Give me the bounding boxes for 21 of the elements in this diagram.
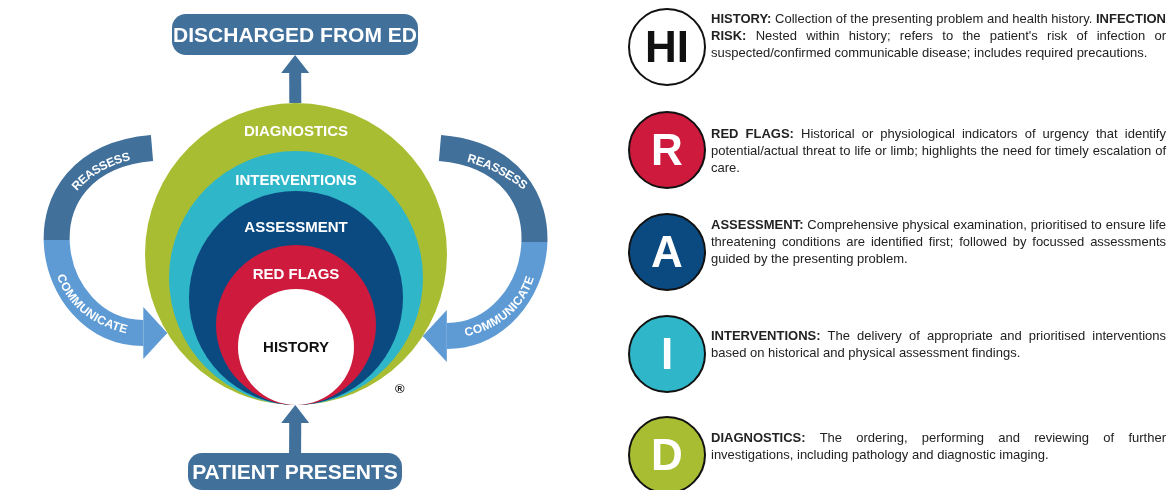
letter-badge: I: [628, 315, 706, 393]
start-box: PATIENT PRESENTS: [188, 453, 402, 490]
registered-mark: ®: [395, 380, 405, 396]
node-label: ASSESSMENT: [243, 218, 349, 235]
description-text: HISTORY: Collection of the presenting problem and health history. INFECTION RISK: Nested within history; refers to the patient's risk of infection or suspected/confirmed communicable disease; includes required precautions.: [711, 10, 1166, 61]
outcome-box: DISCHARGED FROM ED: [172, 14, 418, 55]
block-arrow: [281, 405, 310, 454]
letter-badge: A: [628, 213, 706, 291]
description-text: ASSESSMENT: Comprehensive physical examination, prioritised to ensure life threatening conditions are identified first; followed by focussed assessments guided by the presenting problem.: [711, 216, 1166, 267]
core-circle: [238, 289, 354, 405]
node-label: DIAGNOSTICS: [242, 122, 350, 139]
letter-badge: R: [628, 111, 706, 189]
node-label: INTERVENTIONS: [234, 171, 358, 188]
node-label: HISTORY: [262, 338, 330, 355]
letter-badge: D: [628, 416, 706, 490]
block-arrow: [281, 55, 310, 104]
letter-badge: HI: [628, 8, 706, 86]
description-text: RED FLAGS: Historical or physiological indicators of urgency that identify potential/actual threat to life or limb; highlights the need for timely escalation of care.: [711, 125, 1166, 176]
node-label: RED FLAGS: [251, 265, 341, 282]
description-text: INTERVENTIONS: The delivery of appropriate and prioritised interventions based on historical and physical assessment findings.: [711, 327, 1166, 361]
description-text: DIAGNOSTICS: The ordering, performing and reviewing of further investigations, including pathology and diagnostic imaging.: [711, 429, 1166, 463]
